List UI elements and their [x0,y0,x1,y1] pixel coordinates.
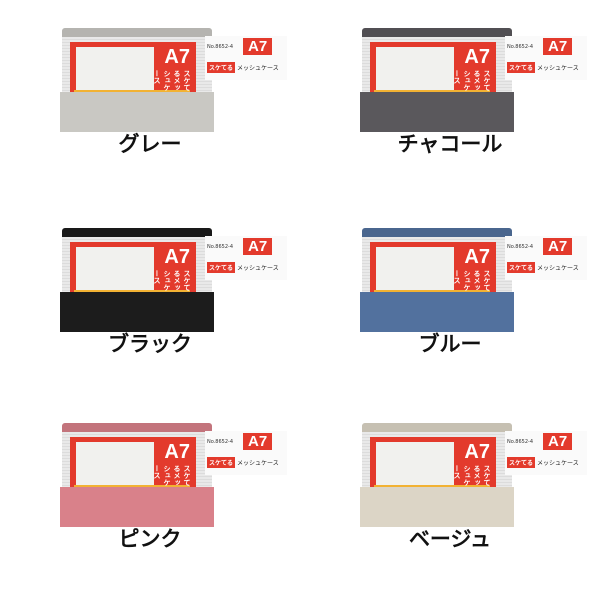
card-subtitle: スケてるメッシュケース [153,270,191,291]
tag-name: メッシュケース [237,65,279,72]
zipper [62,423,212,432]
size-arrow [374,90,490,93]
card-subtitle: スケてるメッシュケース [453,70,491,91]
color-band [360,92,514,132]
size-arrow [374,290,490,293]
product-card: A7 スケてるメッシュケース [370,437,496,495]
card-subtitle: スケてるメッシュケース [153,465,191,486]
zipper [362,423,512,432]
card-subtitle: スケてるメッシュケース [453,270,491,291]
color-label: ピンク [118,527,182,551]
tag-badge: スケてる [207,62,236,73]
variant-item: A7 スケてるメッシュケース No.8652-4 A7 スケてる メッシュケース… [300,0,600,200]
color-band [360,292,514,332]
card-size: A7 [164,46,190,68]
tag-number: No.8652-4 [207,439,234,445]
zipper [362,228,512,237]
zipper [62,28,212,37]
size-arrow [74,90,190,93]
tag-size: A7 [243,38,273,55]
size-arrow [374,485,490,488]
hang-tag: No.8652-4 A7 スケてる メッシュケース [505,236,587,280]
tag-size: A7 [243,238,273,255]
zipper [362,28,512,37]
product-card: A7 スケてるメッシュケース [370,242,496,300]
pouch-image: A7 スケてるメッシュケース [360,423,514,527]
variant-item: A7 スケてるメッシュケース No.8652-4 A7 スケてる メッシュケース… [300,200,600,400]
tag-badge: スケてる [507,62,536,73]
card-subtitle: スケてるメッシュケース [153,70,191,91]
color-label: チャコール [397,132,503,156]
color-label: ブルー [418,332,482,356]
color-band [360,487,514,527]
variant-item: A7 スケてるメッシュケース No.8652-4 A7 スケてる メッシュケース… [0,0,300,200]
card-size: A7 [164,246,190,268]
hang-tag: No.8652-4 A7 スケてる メッシュケース [205,236,287,280]
product-card: A7 スケてるメッシュケース [370,42,496,100]
card-size: A7 [164,441,190,463]
tag-badge: スケてる [507,457,536,468]
tag-size: A7 [243,433,273,450]
card-size: A7 [464,441,490,463]
variant-item: A7 スケてるメッシュケース No.8652-4 A7 スケてる メッシュケース… [0,200,300,400]
tag-badge: スケてる [207,262,236,273]
size-arrow [74,290,190,293]
tag-badge: スケてる [507,262,536,273]
product-card: A7 スケてるメッシュケース [70,437,196,495]
card-info-panel [76,247,154,291]
color-label: ベージュ [408,527,492,551]
product-card: A7 スケてるメッシュケース [70,42,196,100]
hang-tag: No.8652-4 A7 スケてる メッシュケース [205,431,287,475]
variant-item: A7 スケてるメッシュケース No.8652-4 A7 スケてる メッシュケース… [0,395,300,595]
pouch-image: A7 スケてるメッシュケース [360,228,514,332]
color-band [60,487,214,527]
size-arrow [74,485,190,488]
color-label: グレー [118,132,182,156]
color-band [60,92,214,132]
card-info-panel [376,47,454,91]
tag-name: メッシュケース [237,460,279,467]
tag-size: A7 [543,433,573,450]
tag-name: メッシュケース [537,65,579,72]
tag-size: A7 [543,238,573,255]
tag-size: A7 [543,38,573,55]
hang-tag: No.8652-4 A7 スケてる メッシュケース [205,36,287,80]
card-size: A7 [464,46,490,68]
tag-number: No.8652-4 [507,44,534,50]
variant-item: A7 スケてるメッシュケース No.8652-4 A7 スケてる メッシュケース… [300,395,600,595]
card-info-panel [376,442,454,486]
tag-badge: スケてる [207,457,236,468]
tag-number: No.8652-4 [207,44,234,50]
color-label: ブラック [108,332,192,356]
card-info-panel [76,47,154,91]
product-card: A7 スケてるメッシュケース [70,242,196,300]
hang-tag: No.8652-4 A7 スケてる メッシュケース [505,431,587,475]
tag-name: メッシュケース [537,265,579,272]
card-subtitle: スケてるメッシュケース [453,465,491,486]
pouch-image: A7 スケてるメッシュケース [60,228,214,332]
zipper [62,228,212,237]
hang-tag: No.8652-4 A7 スケてる メッシュケース [505,36,587,80]
pouch-image: A7 スケてるメッシュケース [60,28,214,132]
card-info-panel [376,247,454,291]
tag-number: No.8652-4 [207,244,234,250]
tag-number: No.8652-4 [507,244,534,250]
tag-name: メッシュケース [537,460,579,467]
card-info-panel [76,442,154,486]
pouch-image: A7 スケてるメッシュケース [360,28,514,132]
tag-name: メッシュケース [237,265,279,272]
card-size: A7 [464,246,490,268]
tag-number: No.8652-4 [507,439,534,445]
color-band [60,292,214,332]
pouch-image: A7 スケてるメッシュケース [60,423,214,527]
